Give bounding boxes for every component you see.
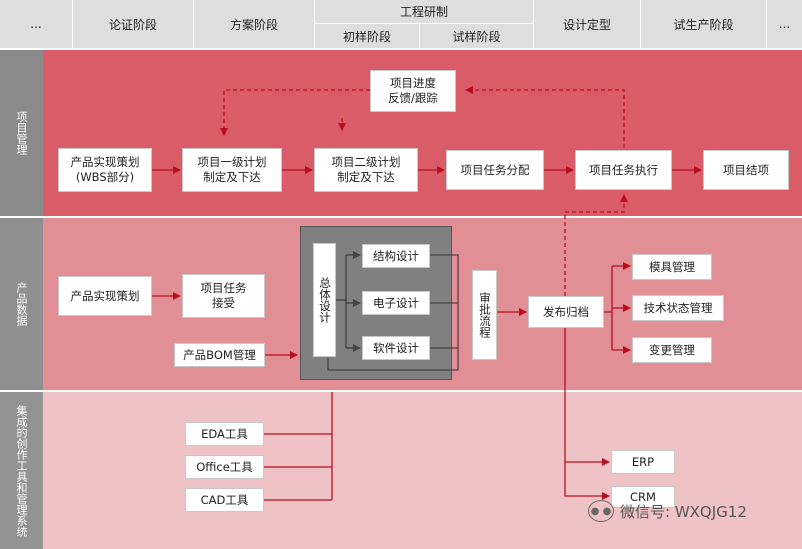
pm-plan2-box[interactable]: 项目二级计划 制定及下达: [314, 148, 418, 192]
pd-release-box[interactable]: 发布归档: [528, 296, 604, 328]
pd-tech-status-box[interactable]: 技术状态管理: [632, 295, 724, 321]
header-ellipsis-left: ...: [0, 0, 72, 48]
pm-execute-box[interactable]: 项目任务执行: [575, 150, 672, 190]
tool-cad-box[interactable]: CAD工具: [185, 488, 264, 512]
tool-office-box[interactable]: Office工具: [185, 455, 264, 479]
stage-engineering: 工程研制: [315, 0, 533, 23]
side-label-product-data: 产品数据: [0, 218, 43, 390]
side-label-product-data-text: 产品数据: [15, 282, 28, 326]
pd-mold-box[interactable]: 模具管理: [632, 254, 712, 280]
watermark-text: 微信号: WXQJG12: [620, 502, 747, 521]
pd-planning-box[interactable]: 产品实现策划: [58, 276, 152, 316]
side-label-tools-text: 集成的创作工具和管理系统: [15, 404, 28, 537]
stage-scheme: 方案阶段: [194, 0, 314, 48]
side-label-tools: 集成的创作工具和管理系统: [0, 392, 43, 549]
pm-feedback-box[interactable]: 项目进度 反馈/跟踪: [370, 70, 456, 112]
tool-crm-box[interactable]: CRM: [611, 486, 675, 508]
tool-erp-box[interactable]: ERP: [611, 450, 675, 474]
pd-approval-box[interactable]: 审批流程: [472, 270, 497, 360]
pm-assign-box[interactable]: 项目任务分配: [446, 150, 544, 190]
side-label-project-mgmt-text: 项目管理: [15, 111, 28, 155]
stage-argument: 论证阶段: [73, 0, 193, 48]
stage-design-finalize: 设计定型: [534, 0, 640, 48]
pd-change-box[interactable]: 变更管理: [632, 337, 712, 363]
wechat-icon: ● ●: [588, 500, 614, 522]
pm-planning-box[interactable]: 产品实现策划 (WBS部分): [58, 148, 152, 192]
pm-close-box[interactable]: 项目结项: [703, 150, 789, 190]
stage-trial-production: 试生产阶段: [641, 0, 766, 48]
side-label-project-mgmt: 项目管理: [0, 50, 43, 216]
pd-electronic-box[interactable]: 电子设计: [362, 291, 430, 315]
pm-plan1-box[interactable]: 项目一级计划 制定及下达: [182, 148, 282, 192]
pd-software-box[interactable]: 软件设计: [362, 336, 430, 360]
pd-structural-box[interactable]: 结构设计: [362, 244, 430, 268]
pd-overall-design-box[interactable]: 总体设计: [313, 243, 336, 357]
watermark: ● ● 微信号: WXQJG12: [588, 500, 747, 522]
stage-prototype: 初样阶段: [315, 24, 419, 48]
stage-trial: 试样阶段: [420, 24, 533, 48]
pd-overall-design-label: 总体设计: [318, 277, 332, 323]
pd-bom-box[interactable]: 产品BOM管理: [174, 343, 265, 367]
header-ellipsis-right: ...: [767, 0, 802, 48]
band-tools: [43, 392, 802, 549]
pd-approval-label: 审批流程: [478, 292, 492, 338]
tool-eda-box[interactable]: EDA工具: [185, 422, 264, 446]
pd-task-receive-box[interactable]: 项目任务 接受: [182, 274, 265, 318]
